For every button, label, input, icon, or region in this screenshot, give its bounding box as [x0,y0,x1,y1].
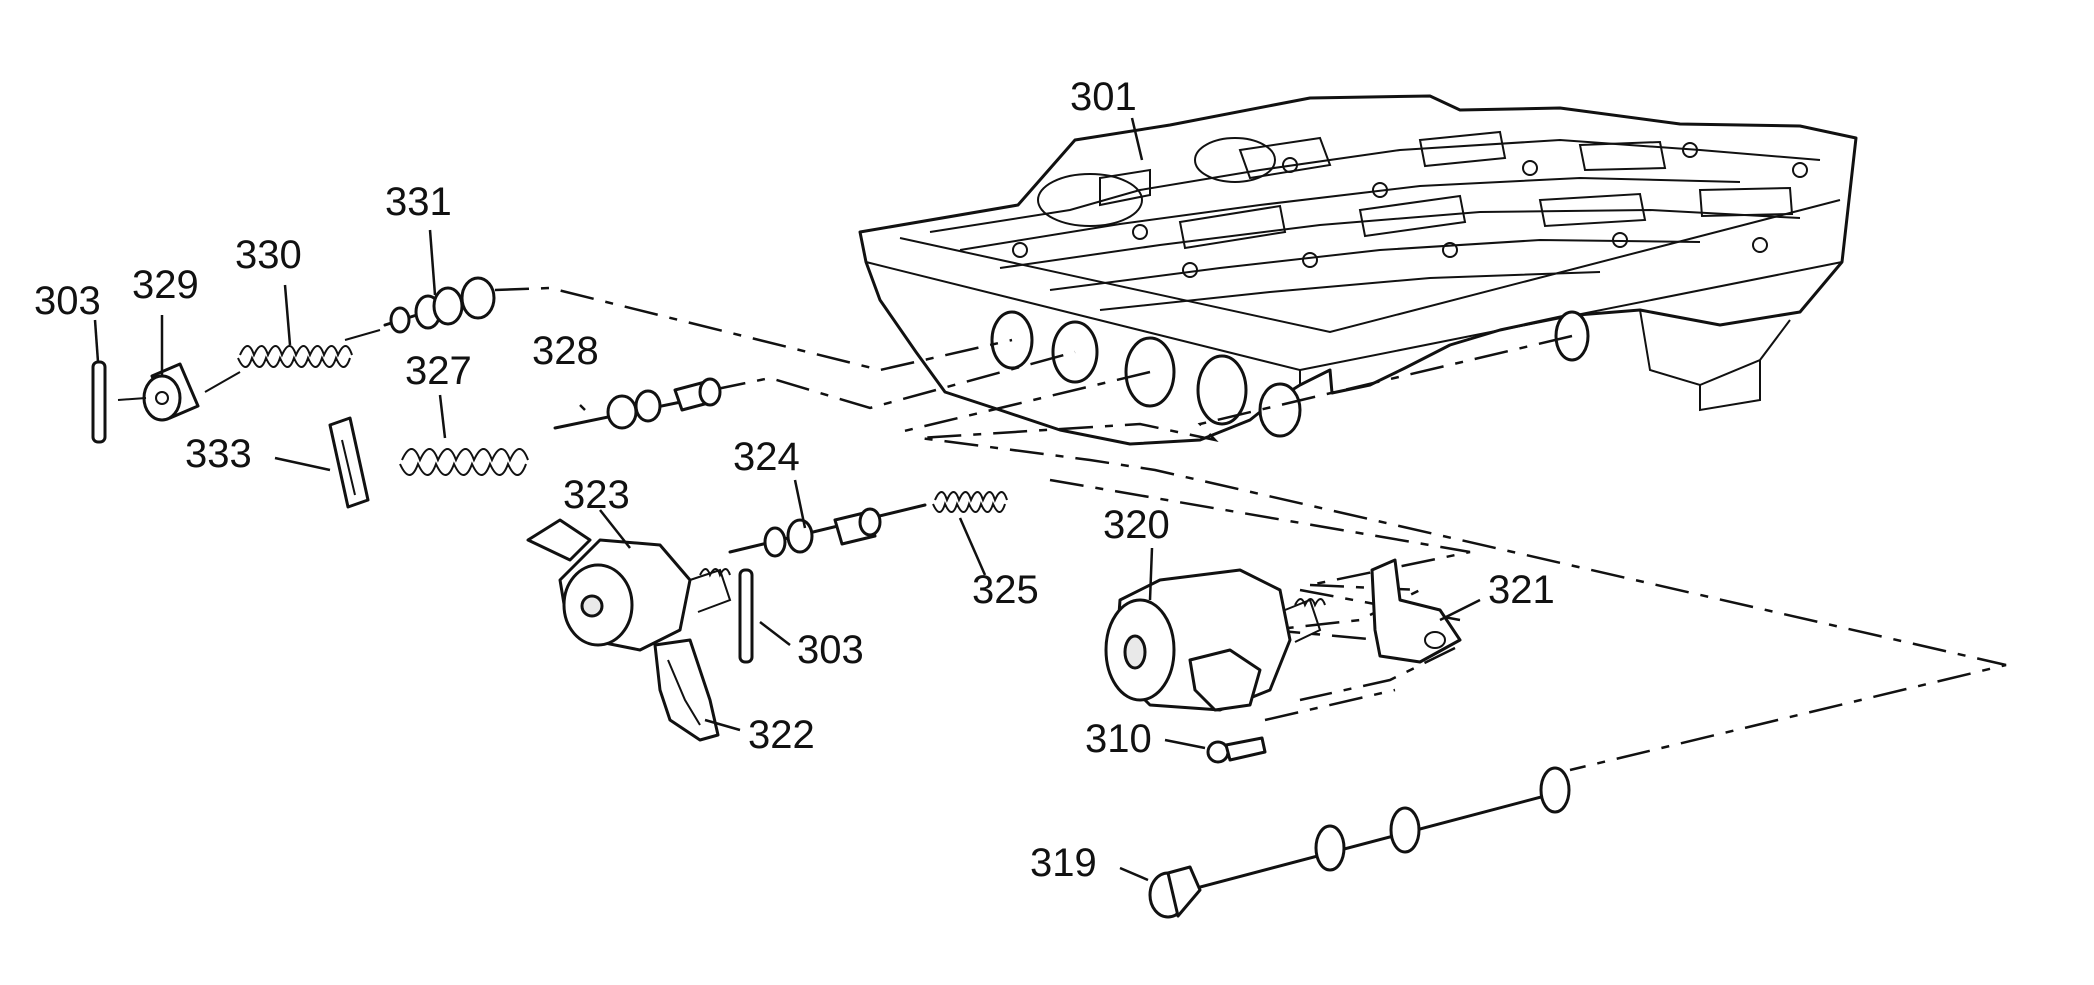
label-303-lower: 303 [797,628,864,672]
label-301: 301 [1070,75,1137,119]
label-321: 321 [1488,568,1555,612]
part-320-solenoid [1104,568,1326,712]
part-323-solenoid [526,518,732,652]
part-330-spring [204,329,381,393]
part-328-valve [553,377,722,430]
part-331-valve [383,276,496,334]
part-333-retainer [328,416,370,509]
label-303-upper: 303 [34,279,101,323]
part-329-plug [117,362,200,422]
part-321-bracket [1370,558,1462,664]
label-310: 310 [1085,717,1152,761]
label-327: 327 [405,349,472,393]
part-325-spring [932,491,1008,513]
label-330: 330 [235,233,302,277]
label-322: 322 [748,713,815,757]
label-331: 331 [385,180,452,224]
part-303-pin-upper [91,360,107,444]
label-324: 324 [733,435,800,479]
label-328: 328 [532,329,599,373]
part-322-clip [653,638,720,742]
part-327-spring [399,448,529,476]
part-324-valve [728,503,927,558]
part-310-bolt [1206,736,1267,764]
label-329: 329 [132,263,199,307]
leader-lines [93,117,1481,882]
part-319-valve [1148,766,1571,919]
label-323: 323 [563,473,630,517]
label-320: 320 [1103,503,1170,547]
part-303-pin-lower [738,568,754,664]
label-325: 325 [972,568,1039,612]
label-319: 319 [1030,841,1097,885]
callout-labels: 301 331 330 329 303 328 327 333 324 323 … [34,75,1555,885]
label-333: 333 [185,432,252,476]
valve-body-301 [858,94,1858,446]
